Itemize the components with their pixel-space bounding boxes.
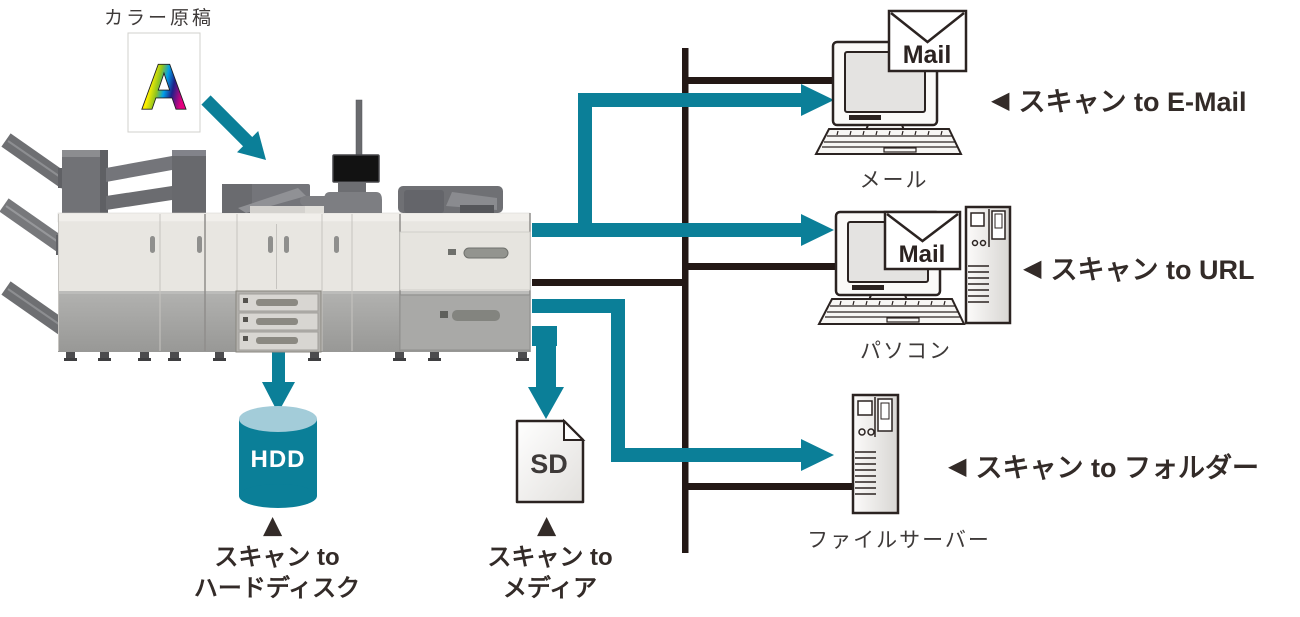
left-pointer-icon: ◀ bbox=[991, 85, 1010, 114]
email-device-label: メール bbox=[859, 169, 929, 192]
document-letter: A bbox=[141, 51, 187, 123]
paper-drawers bbox=[235, 290, 322, 353]
callout-scan-to-url: ◀ スキャン to URL bbox=[1023, 248, 1254, 287]
sd-card-icon: SD bbox=[515, 418, 586, 504]
arrow-to-hdd bbox=[262, 350, 295, 413]
callout-scan-to-folder: ◀ スキャン to フォルダー bbox=[948, 446, 1259, 485]
scan-to-hdd-label: スキャン to ハードディスク bbox=[177, 542, 377, 604]
door-handles bbox=[150, 236, 339, 253]
envelope-text: Mail bbox=[899, 241, 946, 268]
adf-scanner bbox=[222, 184, 335, 213]
hdd-badge: HDD bbox=[251, 446, 306, 473]
callout-text: スキャン to フォルダー bbox=[975, 453, 1259, 483]
production-printer bbox=[0, 99, 531, 361]
lct-drawers bbox=[399, 231, 531, 351]
network-bus-vertical bbox=[682, 48, 689, 553]
original-document: A bbox=[127, 32, 201, 133]
scan-label-line1: スキャン to bbox=[487, 544, 613, 571]
connector-bus-to-server bbox=[685, 483, 855, 490]
scan-input-arrow bbox=[201, 95, 266, 160]
file-server-icon bbox=[851, 393, 900, 515]
bridge-unit bbox=[398, 186, 503, 213]
pc-tower-icon bbox=[964, 205, 1012, 325]
arrow-to-sd bbox=[528, 326, 564, 419]
arrow-to-pc bbox=[532, 214, 834, 246]
scan-label-line2: ハードディスク bbox=[193, 575, 361, 602]
pc-envelope-icon: Mail bbox=[883, 210, 962, 271]
callout-text: スキャン to URL bbox=[1050, 255, 1255, 285]
up-pointer-icon: ▲ bbox=[537, 510, 557, 539]
up-pointer-icon: ▲ bbox=[263, 510, 283, 539]
arrow-to-email bbox=[578, 84, 834, 236]
scan-flow-arrows bbox=[262, 84, 834, 471]
sd-badge: SD bbox=[530, 449, 568, 479]
network-lines bbox=[532, 48, 855, 553]
scan-label-line2: メディア bbox=[502, 575, 598, 602]
keyboard-icon bbox=[817, 298, 966, 325]
left-pointer-icon: ◀ bbox=[948, 451, 967, 480]
callout-scan-to-email: ◀ スキャン to E-Mail bbox=[991, 80, 1246, 119]
callout-text: スキャン to E-Mail bbox=[1018, 87, 1247, 117]
file-server-label: ファイルサーバー bbox=[807, 529, 991, 552]
email-computer bbox=[814, 40, 963, 155]
scan-to-media-label: スキャン to メディア bbox=[450, 542, 650, 604]
hdd-icon: HDD bbox=[239, 406, 317, 508]
email-envelope-icon: Mail bbox=[887, 9, 968, 73]
left-pointer-icon: ◀ bbox=[1023, 253, 1042, 282]
pc-device-label: パソコン bbox=[860, 340, 952, 363]
connector-bus-to-pc bbox=[685, 263, 837, 270]
connector-printer-to-bus bbox=[532, 279, 685, 286]
scan-label-line1: スキャン to bbox=[214, 544, 340, 571]
printer-feet bbox=[64, 352, 529, 361]
keyboard-icon bbox=[814, 128, 963, 155]
control-panel bbox=[300, 99, 382, 213]
arrow-to-server bbox=[532, 299, 834, 471]
envelope-text: Mail bbox=[903, 41, 952, 69]
source-document-label: カラー原稿 bbox=[104, 8, 215, 29]
connector-bus-to-email bbox=[685, 77, 837, 84]
